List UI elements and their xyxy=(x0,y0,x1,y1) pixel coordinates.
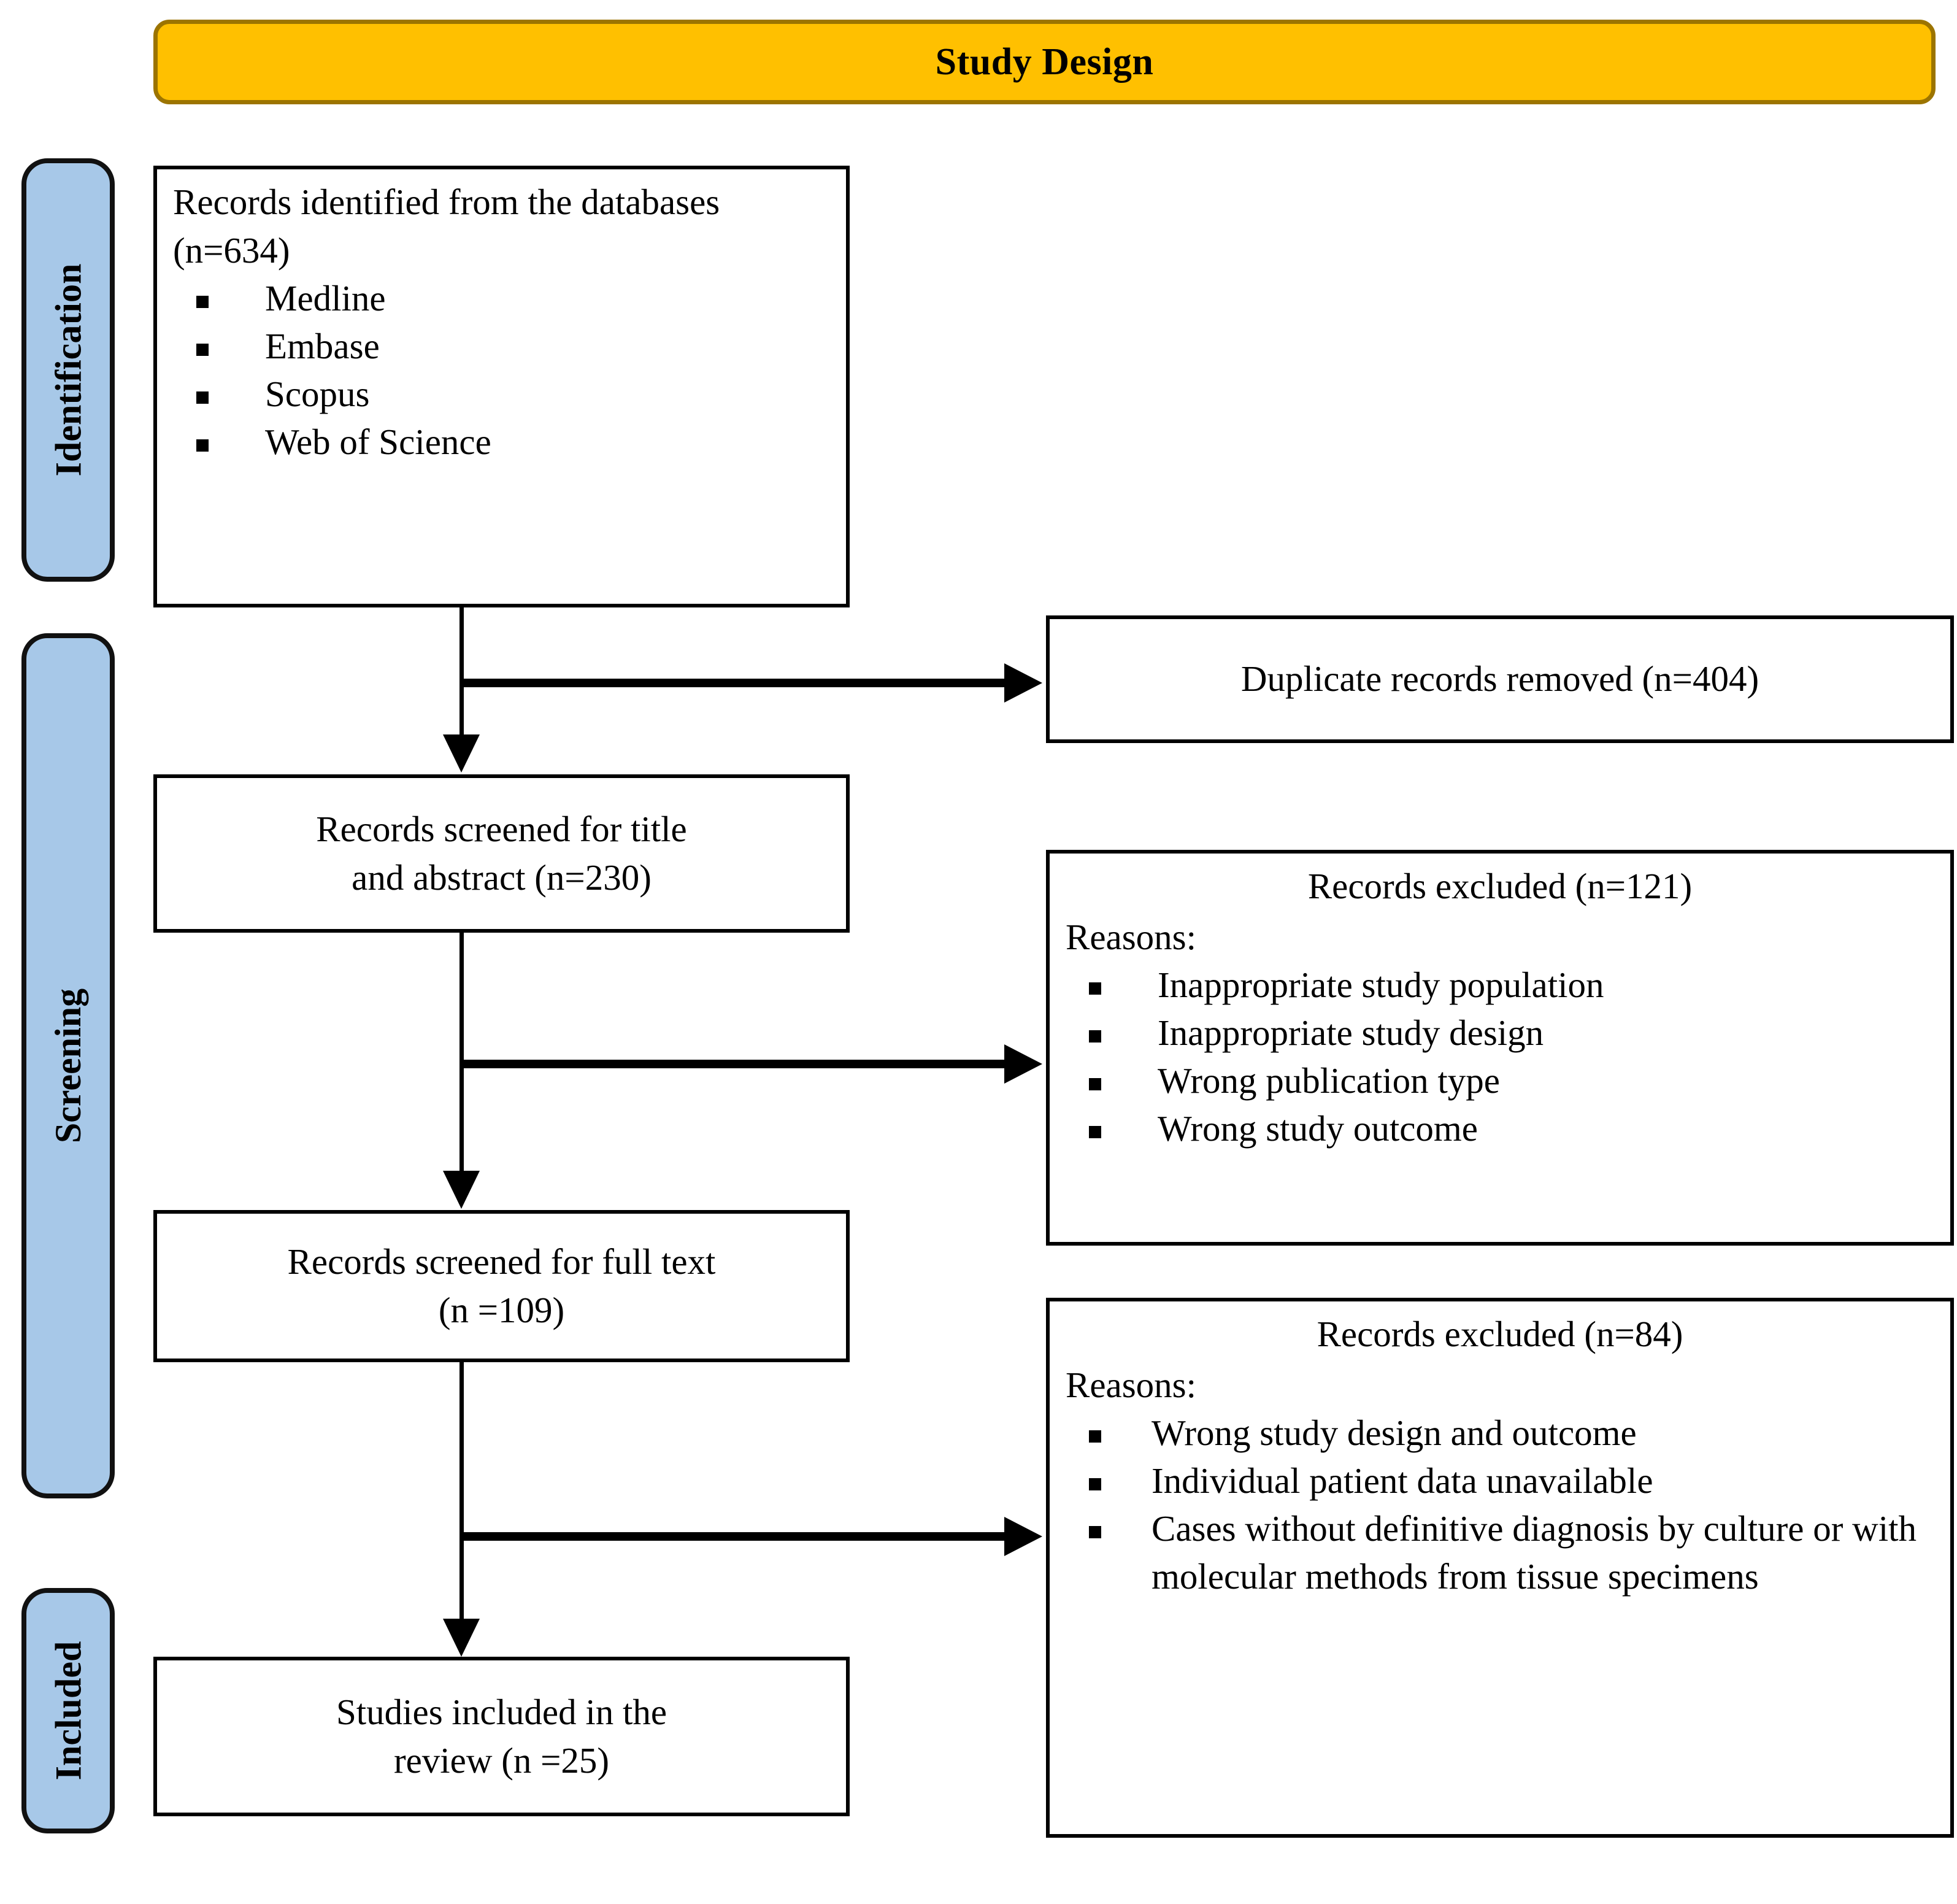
screened-full-line2: (n =109) xyxy=(438,1290,565,1330)
screened-title-line1: Records screened for title xyxy=(316,808,687,849)
bullet-square-icon xyxy=(196,296,209,309)
bullet-square-icon xyxy=(1089,1125,1101,1138)
connector-horizontal-to-duplicates xyxy=(459,679,1005,687)
bullet-square-icon xyxy=(1089,1430,1101,1443)
list-item: Cases without definitive diagnosis by cu… xyxy=(1066,1505,1934,1601)
list-item-label: Wrong study design and outcome xyxy=(1152,1413,1637,1454)
phase-label-included: Included xyxy=(21,1588,115,1833)
list-item-label: Wrong publication type xyxy=(1158,1060,1500,1101)
box-records-excluded-121: Records excluded (n=121) Reasons: Inappr… xyxy=(1046,850,1954,1246)
list-item-label: Embase xyxy=(265,325,380,366)
arrowhead-down-to-included xyxy=(443,1619,480,1657)
list-item-label: Web of Science xyxy=(265,421,491,462)
bullet-square-icon xyxy=(1089,1525,1101,1538)
connector-vertical-screened-title-to-full xyxy=(459,933,464,1172)
list-item-label: Inappropriate study design xyxy=(1158,1012,1544,1053)
records-identified-database-list: Medline Embase Scopus Web of Science xyxy=(173,275,830,466)
arrowhead-right-to-duplicates xyxy=(1004,663,1042,703)
arrowhead-down-to-screened-full xyxy=(443,1171,480,1209)
arrowhead-down-to-screened-title xyxy=(443,734,480,773)
duplicate-records-text: Duplicate records removed (n=404) xyxy=(1240,658,1759,700)
list-item-label: Scopus xyxy=(265,373,370,414)
list-item-label: Individual patient data unavailable xyxy=(1152,1460,1653,1501)
list-item: Wrong publication type xyxy=(1066,1057,1934,1105)
connector-horizontal-to-excluded-121 xyxy=(459,1060,1005,1068)
list-item-label: Medline xyxy=(265,278,386,319)
connector-vertical-screened-full-to-included xyxy=(459,1362,464,1620)
included-line2: review (n =25) xyxy=(393,1740,610,1781)
list-item: Scopus xyxy=(173,371,830,418)
phase-label-identification: Identification xyxy=(21,158,115,582)
bullet-square-icon xyxy=(1089,982,1101,995)
list-item-label: Inappropriate study population xyxy=(1158,965,1604,1006)
list-item-label: Wrong study outcome xyxy=(1158,1108,1478,1149)
box-records-excluded-84: Records excluded (n=84) Reasons: Wrong s… xyxy=(1046,1298,1954,1838)
bullet-square-icon xyxy=(1089,1077,1101,1090)
list-item: Medline xyxy=(173,275,830,323)
box-studies-included: Studies included in the review (n =25) xyxy=(153,1657,850,1816)
phase-label-screening-text: Screening xyxy=(48,988,88,1144)
study-design-banner: Study Design xyxy=(153,20,1936,104)
list-item-label: Cases without definitive diagnosis by cu… xyxy=(1152,1508,1917,1597)
excluded-84-heading: Records excluded (n=84) xyxy=(1317,1314,1683,1354)
box-duplicate-records-removed: Duplicate records removed (n=404) xyxy=(1046,615,1954,743)
bullet-square-icon xyxy=(196,439,209,452)
records-identified-lead: Records identified from the databases (n… xyxy=(173,182,720,271)
bullet-square-icon xyxy=(196,391,209,404)
screened-title-line2: and abstract (n=230) xyxy=(352,857,652,898)
excluded-84-reasons-label: Reasons: xyxy=(1066,1365,1197,1406)
excluded-121-reasons-label: Reasons: xyxy=(1066,917,1197,958)
connector-vertical-identified-to-screened xyxy=(459,607,464,736)
phase-label-identification-text: Identification xyxy=(48,263,89,477)
list-item: Web of Science xyxy=(173,418,830,466)
list-item: Wrong study outcome xyxy=(1066,1105,1934,1153)
box-records-screened-title-abstract: Records screened for title and abstract … xyxy=(153,774,850,933)
bullet-square-icon xyxy=(1089,1478,1101,1490)
box-records-screened-full-text: Records screened for full text (n =109) xyxy=(153,1210,850,1362)
list-item: Inappropriate study design xyxy=(1066,1009,1934,1057)
excluded-121-heading: Records excluded (n=121) xyxy=(1307,866,1693,906)
arrowhead-right-to-excluded-84 xyxy=(1004,1517,1042,1556)
phase-label-screening: Screening xyxy=(21,633,115,1498)
list-item: Wrong study design and outcome xyxy=(1066,1409,1934,1457)
bullet-square-icon xyxy=(1089,1030,1101,1043)
included-line1: Studies included in the xyxy=(336,1691,667,1732)
screened-full-line1: Records screened for full text xyxy=(287,1241,716,1282)
list-item: Inappropriate study population xyxy=(1066,962,1934,1009)
excluded-84-reason-list: Wrong study design and outcome Individua… xyxy=(1066,1409,1934,1601)
excluded-121-reason-list: Inappropriate study population Inappropr… xyxy=(1066,962,1934,1153)
list-item: Individual patient data unavailable xyxy=(1066,1457,1934,1505)
page-title: Study Design xyxy=(935,41,1154,83)
bullet-square-icon xyxy=(196,343,209,356)
box-records-identified: Records identified from the databases (n… xyxy=(153,166,850,607)
phase-label-included-text: Included xyxy=(48,1641,89,1781)
list-item: Embase xyxy=(173,323,830,371)
arrowhead-right-to-excluded-121 xyxy=(1004,1044,1042,1084)
connector-horizontal-to-excluded-84 xyxy=(459,1532,1005,1541)
